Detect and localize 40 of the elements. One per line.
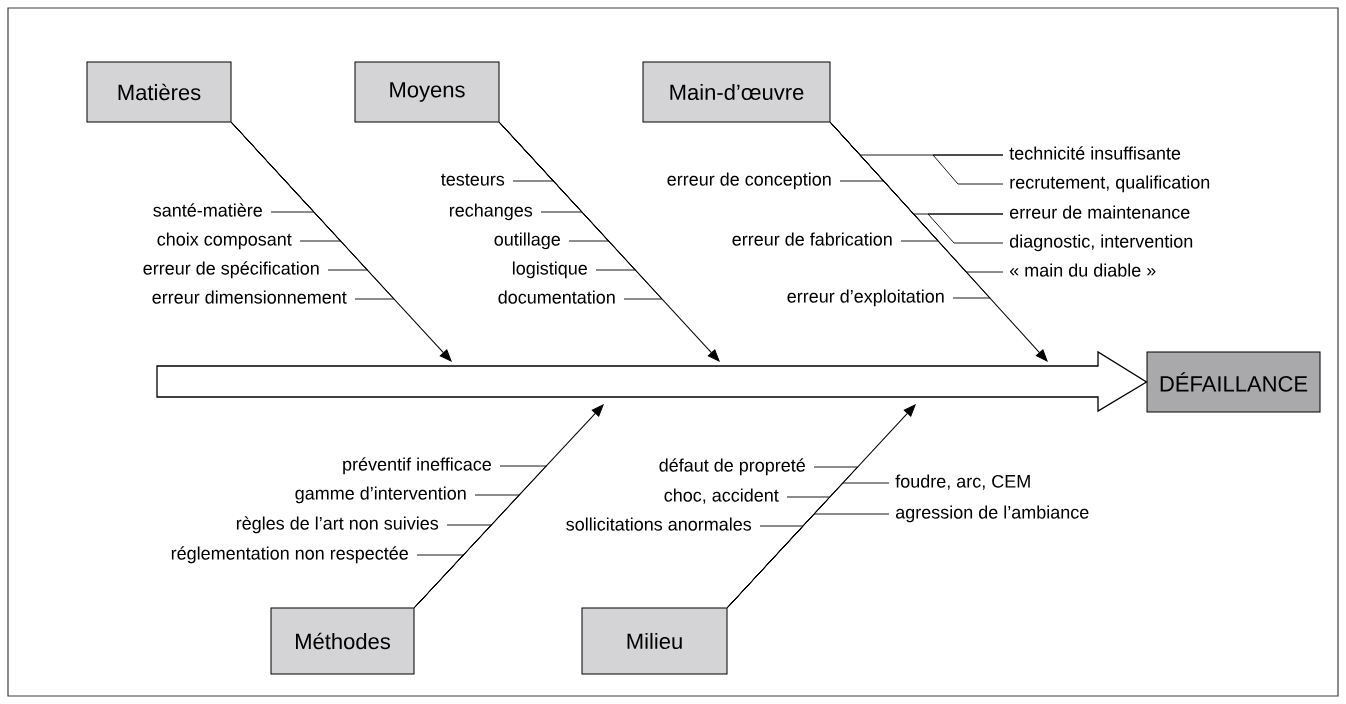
- category-box: DÉFAILLANCE: [1146, 351, 1321, 413]
- category-box: Main-d’œuvre: [642, 61, 831, 123]
- cause-label: sollicitations anormales: [566, 517, 752, 531]
- branch-line: [727, 513, 890, 608]
- category-box: Moyens: [354, 61, 500, 123]
- cause-label: gamme d’intervention: [295, 486, 466, 504]
- cause-label: logistique: [512, 261, 587, 279]
- cause-label: outillage: [494, 232, 560, 250]
- cause-label: réglementation non respectée: [171, 546, 408, 564]
- cause-label: erreur dimensionnement: [152, 290, 347, 304]
- cause-label: préventif inefficace: [343, 457, 491, 475]
- cause-label: diagnostic, intervention: [1009, 234, 1193, 252]
- cause-label: choc, accident: [664, 488, 779, 504]
- category-box: Méthodes: [270, 607, 415, 675]
- cause-label: erreur de fabrication: [732, 232, 892, 246]
- cause-label: « main du diable »: [1009, 263, 1156, 277]
- category-box: Milieu: [581, 607, 728, 675]
- cause-label: erreur de spécification: [143, 261, 319, 279]
- cause-label: rechanges: [449, 203, 533, 221]
- branch-line: [927, 213, 1004, 244]
- branch-line: [499, 122, 663, 300]
- branch-line: [932, 154, 1004, 185]
- category-box: Matières: [86, 61, 232, 123]
- cause-label: erreur de conception: [667, 172, 831, 190]
- spine-arrow: [156, 350, 1148, 413]
- cause-label: erreur d’exploitation: [787, 289, 944, 307]
- branch-line: [830, 122, 1004, 273]
- cause-label: technicité insuffisante: [1009, 146, 1181, 160]
- cause-label: documentation: [498, 290, 615, 304]
- cause-label: erreur de maintenance: [1010, 205, 1190, 219]
- cause-label: santé-matière: [153, 203, 262, 217]
- cause-label: choix composant: [157, 232, 292, 250]
- cause-label: règles de l’art non suivies: [236, 516, 439, 534]
- cause-label: foudre, arc, CEM: [895, 474, 1030, 490]
- cause-label: recrutement, qualification: [1010, 175, 1210, 193]
- cause-label: défaut de propreté: [659, 458, 805, 476]
- cause-label: testeurs: [441, 173, 505, 186]
- cause-label: agression de l’ambiance: [896, 505, 1089, 523]
- branch-line: [414, 554, 464, 608]
- branch-line: [231, 122, 395, 300]
